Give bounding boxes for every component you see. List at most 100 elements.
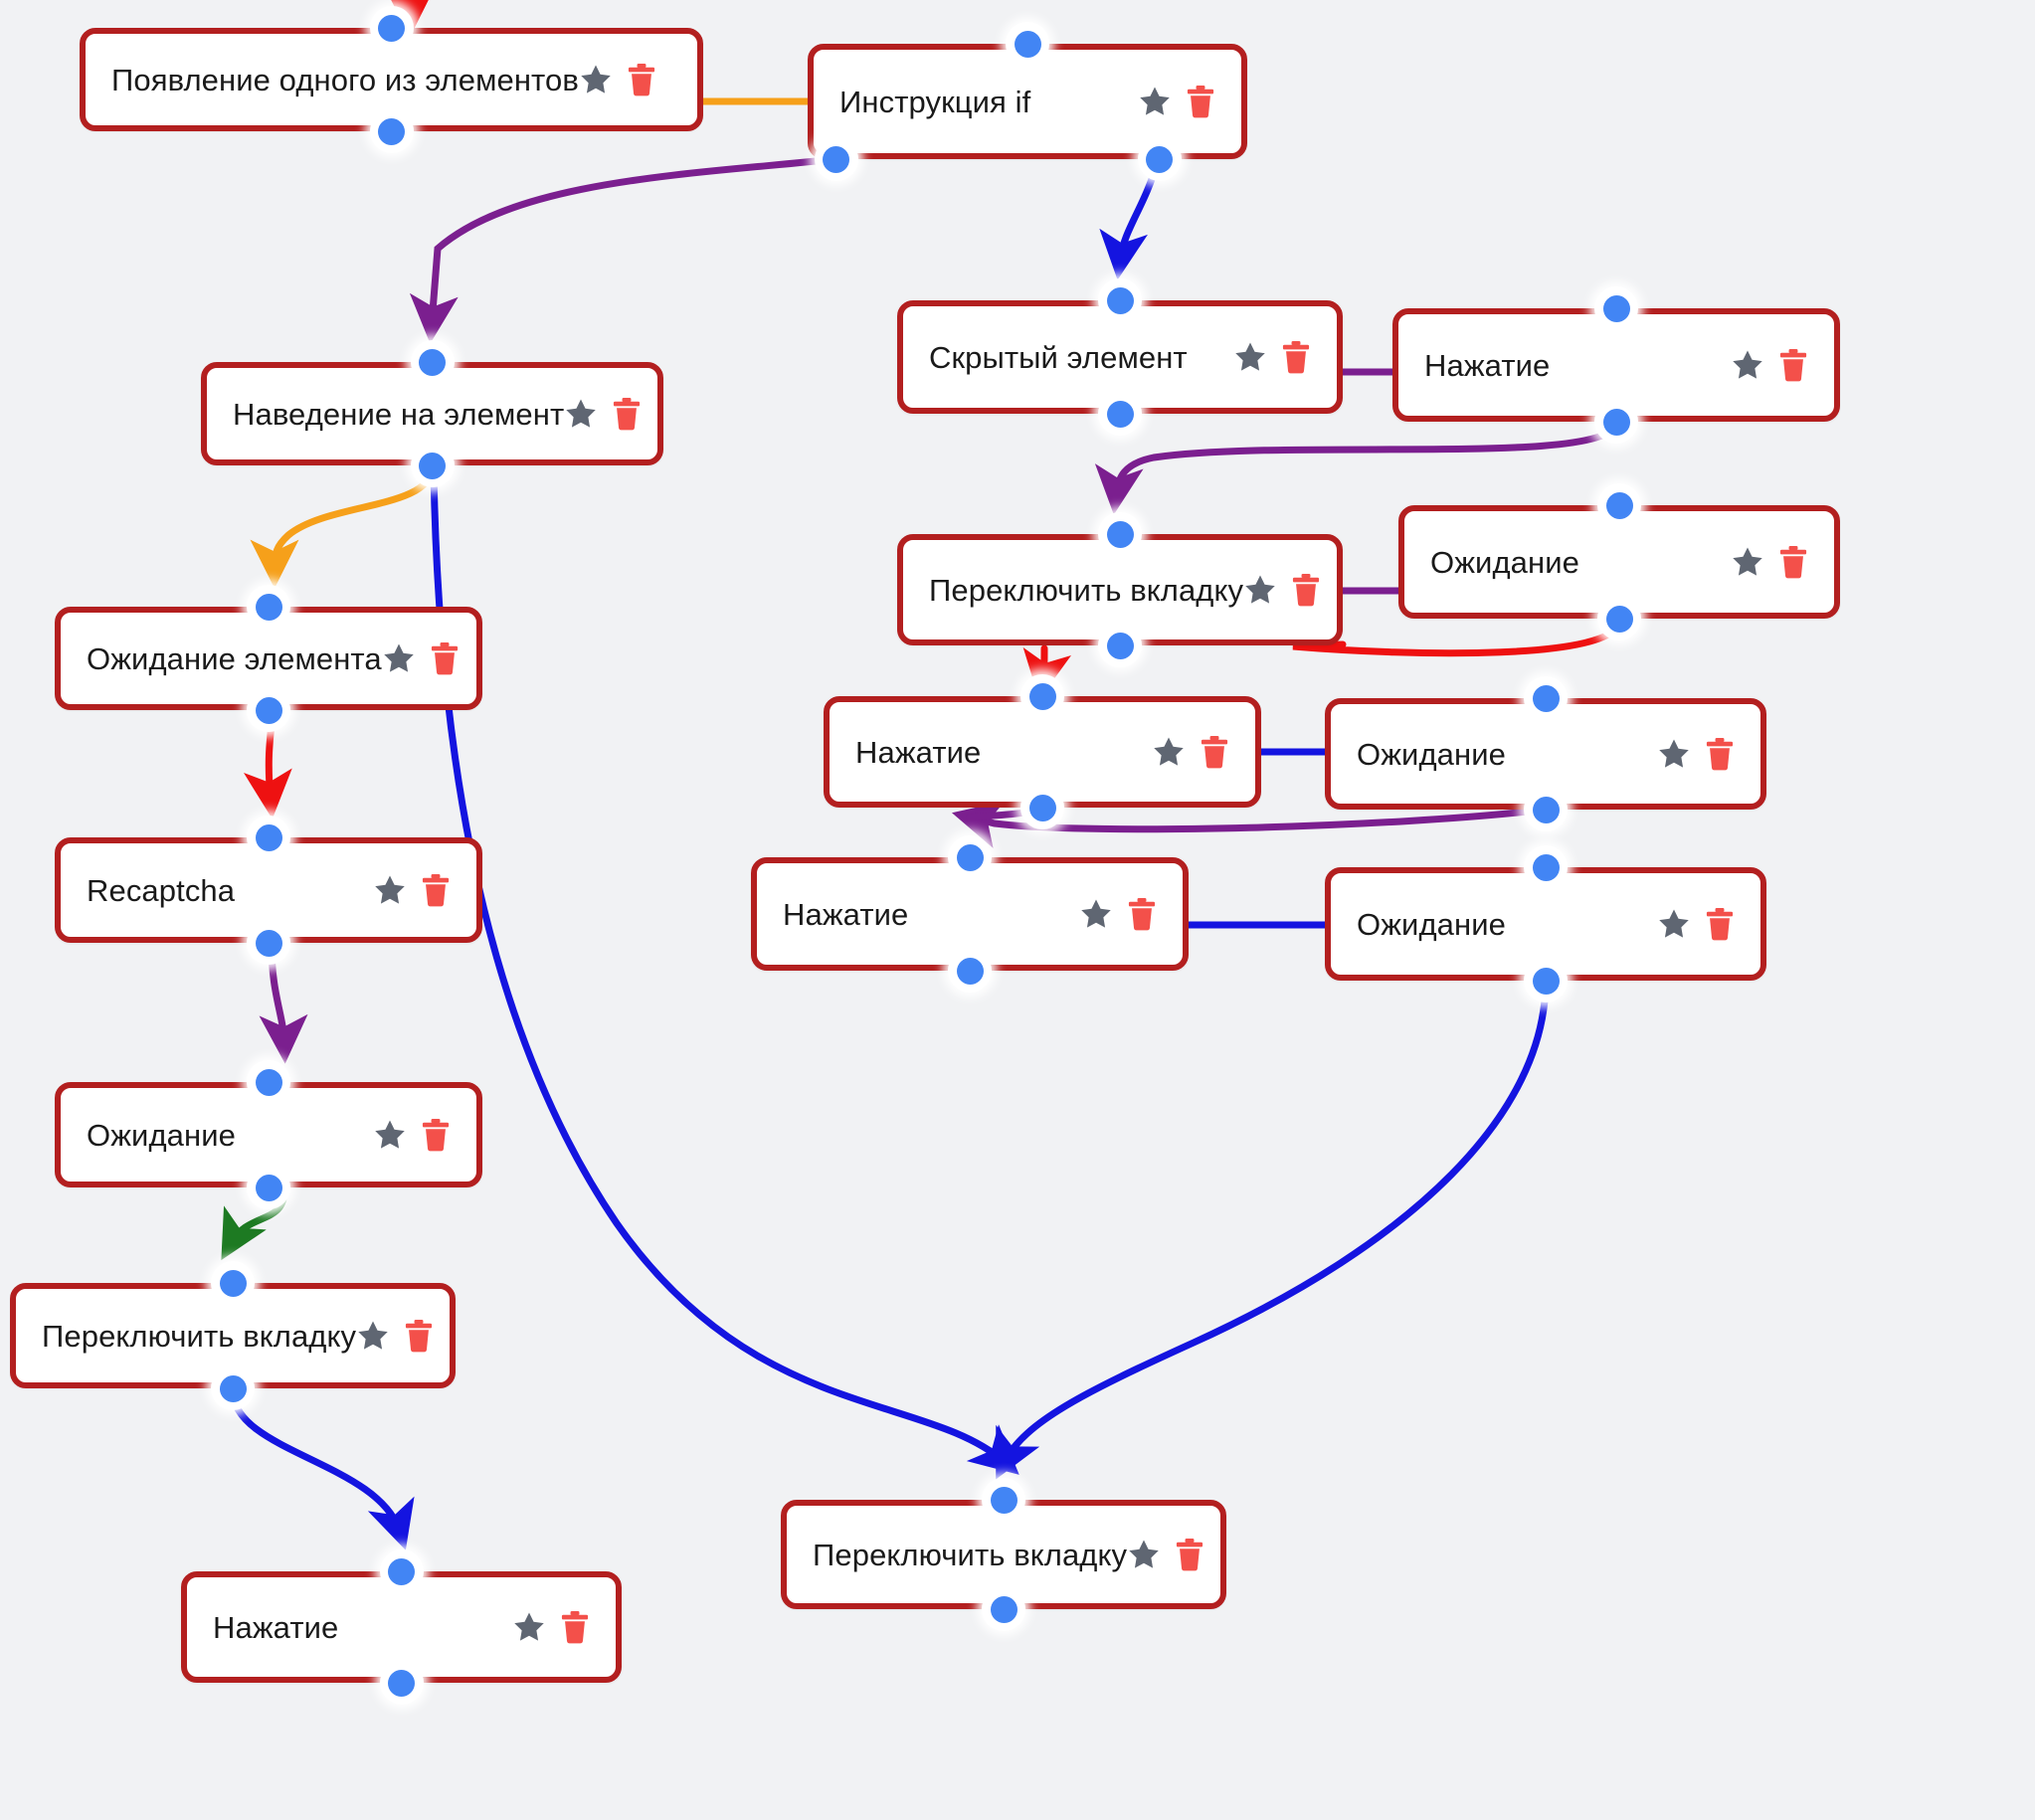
connection-handle-icon[interactable] <box>1020 674 1064 718</box>
connection-handle-icon[interactable] <box>410 340 455 384</box>
node-label: Переключить вкладку <box>42 1318 357 1354</box>
star-icon[interactable] <box>512 1610 546 1644</box>
connection-handle-icon[interactable] <box>247 585 290 629</box>
edge-n5-to-n7[interactable] <box>1094 418 1620 515</box>
star-icon[interactable] <box>1127 1538 1161 1571</box>
star-icon[interactable] <box>1657 737 1691 771</box>
star-icon[interactable] <box>373 873 407 907</box>
trash-icon[interactable] <box>1291 573 1321 607</box>
connection-handle-icon[interactable] <box>1524 788 1568 831</box>
node-label: Переключить вкладку <box>929 572 1244 608</box>
connection-handle-icon[interactable] <box>1098 624 1142 667</box>
star-icon[interactable] <box>1731 348 1764 382</box>
star-icon[interactable] <box>1138 85 1172 118</box>
node-label: Ожидание <box>1430 544 1579 580</box>
connection-handle-icon[interactable] <box>1524 845 1568 889</box>
connection-handle-icon[interactable] <box>211 1261 255 1305</box>
trash-icon[interactable] <box>612 397 642 431</box>
connection-handle-icon[interactable] <box>369 109 414 153</box>
node-actions <box>1233 340 1311 374</box>
node-label: Ожидание элемента <box>87 640 382 676</box>
connection-handle-icon[interactable] <box>948 949 992 993</box>
connection-handle-icon[interactable] <box>1020 786 1064 829</box>
star-icon[interactable] <box>1233 340 1267 374</box>
node-label: Нажатие <box>783 896 909 932</box>
trash-icon[interactable] <box>1778 348 1808 382</box>
trash-icon[interactable] <box>430 641 460 675</box>
star-icon[interactable] <box>579 63 613 96</box>
connection-handle-icon[interactable] <box>1597 483 1641 527</box>
node-label: Ожидание <box>1357 906 1506 942</box>
connection-handle-icon[interactable] <box>948 835 992 879</box>
connection-handle-icon[interactable] <box>410 444 455 487</box>
node-label: Появление одного из элементов <box>111 62 579 97</box>
connection-handle-icon[interactable] <box>1524 676 1568 720</box>
node-actions <box>1731 545 1808 579</box>
connection-handle-icon[interactable] <box>982 1478 1025 1522</box>
node-label: Recaptcha <box>87 872 236 908</box>
trash-icon[interactable] <box>1186 85 1215 118</box>
edge-n2-to-n3[interactable] <box>409 155 839 344</box>
connection-handle-icon[interactable] <box>1098 512 1142 556</box>
connection-handle-icon[interactable] <box>1137 137 1182 181</box>
star-icon[interactable] <box>1731 545 1764 579</box>
node-actions <box>1127 1538 1204 1571</box>
connection-handle-icon[interactable] <box>379 1661 424 1705</box>
connection-handle-icon[interactable] <box>247 688 290 732</box>
connection-handle-icon[interactable] <box>379 1549 424 1593</box>
connection-handle-icon[interactable] <box>1594 400 1638 444</box>
star-icon[interactable] <box>1079 897 1113 931</box>
connection-handle-icon[interactable] <box>814 137 858 181</box>
connection-handle-icon[interactable] <box>1597 597 1641 640</box>
connection-handle-icon[interactable] <box>1098 392 1142 436</box>
star-icon[interactable] <box>1243 573 1277 607</box>
connection-handle-icon[interactable] <box>247 816 290 859</box>
connection-handle-icon[interactable] <box>247 1166 290 1209</box>
node-actions <box>512 1610 590 1644</box>
trash-icon[interactable] <box>1281 340 1311 374</box>
connection-handle-icon[interactable] <box>1524 959 1568 1002</box>
flow-node[interactable]: Инструкция if <box>808 44 1247 159</box>
node-actions <box>382 641 460 675</box>
node-label: Переключить вкладку <box>813 1537 1128 1572</box>
connection-handle-icon[interactable] <box>982 1587 1025 1631</box>
node-actions <box>1079 897 1157 931</box>
connection-handle-icon[interactable] <box>1098 278 1142 322</box>
node-actions <box>1731 348 1808 382</box>
star-icon[interactable] <box>564 397 598 431</box>
edge-n3-to-n6[interactable] <box>250 463 436 589</box>
trash-icon[interactable] <box>1175 1538 1204 1571</box>
node-actions <box>1138 85 1215 118</box>
star-icon[interactable] <box>1657 907 1691 941</box>
trash-icon[interactable] <box>627 63 656 96</box>
trash-icon[interactable] <box>1127 897 1157 931</box>
node-label: Нажатие <box>855 734 982 770</box>
node-label: Нажатие <box>213 1609 339 1645</box>
node-actions <box>564 397 642 431</box>
star-icon[interactable] <box>373 1118 407 1152</box>
connection-handle-icon[interactable] <box>247 1060 290 1104</box>
connection-handle-icon[interactable] <box>211 1366 255 1410</box>
node-actions <box>1657 737 1735 771</box>
edge-n13-to-n16[interactable] <box>996 977 1550 1480</box>
node-label: Наведение на элемент <box>233 396 565 432</box>
edge-n15-to-n17[interactable] <box>229 1386 415 1550</box>
trash-icon[interactable] <box>1778 545 1808 579</box>
connection-handle-icon[interactable] <box>247 921 290 965</box>
trash-icon[interactable] <box>421 1118 451 1152</box>
node-label: Ожидание <box>1357 736 1506 772</box>
star-icon[interactable] <box>382 641 416 675</box>
trash-icon[interactable] <box>1705 737 1735 771</box>
trash-icon[interactable] <box>421 873 451 907</box>
connection-handle-icon[interactable] <box>369 6 414 50</box>
trash-icon[interactable] <box>560 1610 590 1644</box>
connection-handle-icon[interactable] <box>1594 286 1638 330</box>
trash-icon[interactable] <box>1200 735 1229 769</box>
star-icon[interactable] <box>1152 735 1186 769</box>
star-icon[interactable] <box>356 1319 390 1353</box>
trash-icon[interactable] <box>404 1319 434 1353</box>
trash-icon[interactable] <box>1705 907 1735 941</box>
connection-handle-icon[interactable] <box>1006 22 1049 66</box>
node-label: Ожидание <box>87 1117 236 1153</box>
